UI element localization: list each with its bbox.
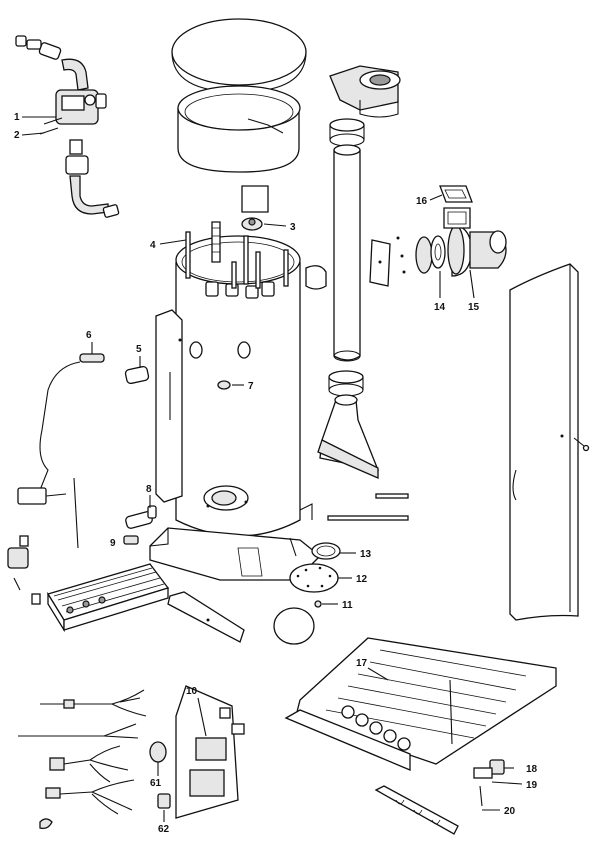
svg-text:17: 17 — [356, 658, 368, 669]
svg-text:18: 18 — [526, 764, 538, 775]
svg-text:5: 5 — [136, 344, 142, 355]
wire-harness-1 — [40, 689, 147, 717]
side-shield — [155, 309, 183, 503]
wire-harness-4 — [45, 779, 135, 815]
blower-assembly — [369, 207, 507, 287]
callout-13: 13 — [340, 549, 372, 560]
top-cover-disc — [171, 18, 307, 93]
svg-text:13: 13 — [360, 549, 372, 560]
connector-62 — [157, 793, 171, 809]
callout-18: 18 — [504, 764, 538, 775]
svg-text:2: 2 — [14, 130, 20, 141]
control-board-bracket — [175, 685, 245, 819]
bracket-18 — [489, 759, 505, 775]
jacket-door-panel — [509, 263, 590, 621]
outer-door — [273, 607, 315, 645]
callout-2: 2 — [14, 130, 45, 141]
callout-1: 1 — [14, 112, 56, 123]
gas-control-lower — [7, 535, 41, 605]
callout-8: 8 — [146, 484, 152, 508]
callout-5: 5 — [136, 344, 142, 368]
callout-7: 7 — [232, 381, 254, 392]
callout-4: 4 — [150, 239, 187, 251]
burner-rack — [284, 637, 557, 771]
svg-text:61: 61 — [150, 778, 162, 789]
svg-text:62: 62 — [158, 824, 170, 835]
grommet — [39, 818, 53, 830]
vent-collar-bottom — [328, 370, 364, 397]
inner-door-12 — [289, 563, 339, 593]
top-ring — [177, 85, 301, 173]
gas-valve-assembly — [15, 35, 120, 218]
svg-text:4: 4 — [150, 240, 156, 251]
baffle-bracket — [241, 185, 269, 213]
svg-text:14: 14 — [434, 302, 446, 313]
rail-bar-upper — [375, 493, 409, 499]
callout-17: 17 — [356, 658, 389, 681]
water-heater-tank — [175, 221, 313, 537]
svg-text:11: 11 — [342, 600, 353, 611]
callout-16: 16 — [416, 194, 443, 207]
svg-text:8: 8 — [146, 484, 152, 495]
callout-15: 15 — [468, 269, 480, 313]
callout-12: 12 — [338, 574, 368, 585]
svg-text:20: 20 — [504, 806, 516, 817]
electrode-19 — [473, 767, 493, 779]
rail-bar-lower — [327, 515, 409, 521]
manifold-rail — [374, 785, 459, 835]
draft-hood — [317, 394, 380, 479]
sight-glass-13 — [311, 542, 341, 560]
inlet-nipple-5 — [124, 365, 150, 385]
relief-elbow — [305, 265, 327, 290]
callout-6: 6 — [86, 330, 93, 354]
svg-text:12: 12 — [356, 574, 368, 585]
svg-text:16: 16 — [416, 196, 428, 207]
callout-20: 20 — [482, 806, 516, 817]
svg-text:10: 10 — [186, 686, 198, 697]
svg-text:6: 6 — [86, 330, 92, 341]
burner-shield-plate — [167, 591, 245, 643]
drain-valve-8 — [125, 505, 157, 529]
callout-19: 19 — [491, 780, 538, 791]
vent-pipe — [333, 144, 361, 362]
sensor-cable-6 — [17, 353, 105, 549]
screw-11 — [314, 600, 322, 608]
rod-20 — [479, 785, 483, 807]
flue-elbow — [329, 65, 401, 118]
callout-62: 62 — [158, 810, 170, 835]
svg-text:1: 1 — [14, 112, 20, 123]
callout-11: 11 — [322, 600, 353, 611]
switch-61 — [149, 741, 167, 763]
burner-tray — [47, 563, 170, 633]
blower-gasket-16 — [439, 185, 473, 203]
callout-61: 61 — [150, 762, 162, 789]
svg-text:9: 9 — [110, 538, 116, 549]
callout-9: 9 — [110, 538, 116, 549]
svg-text:15: 15 — [468, 302, 480, 313]
svg-text:3: 3 — [290, 222, 296, 233]
vent-collar-top — [329, 118, 365, 147]
svg-text:7: 7 — [248, 381, 254, 392]
callout-14: 14 — [434, 271, 446, 313]
svg-text:19: 19 — [526, 780, 538, 791]
pilot-part-3 — [241, 217, 263, 231]
wire-harness-3 — [49, 745, 129, 783]
callout-10: 10 — [186, 686, 207, 737]
fitting-9 — [123, 535, 139, 545]
plug-7 — [217, 380, 231, 390]
wire-harness-2 — [18, 723, 139, 739]
callout-3: 3 — [263, 222, 296, 233]
